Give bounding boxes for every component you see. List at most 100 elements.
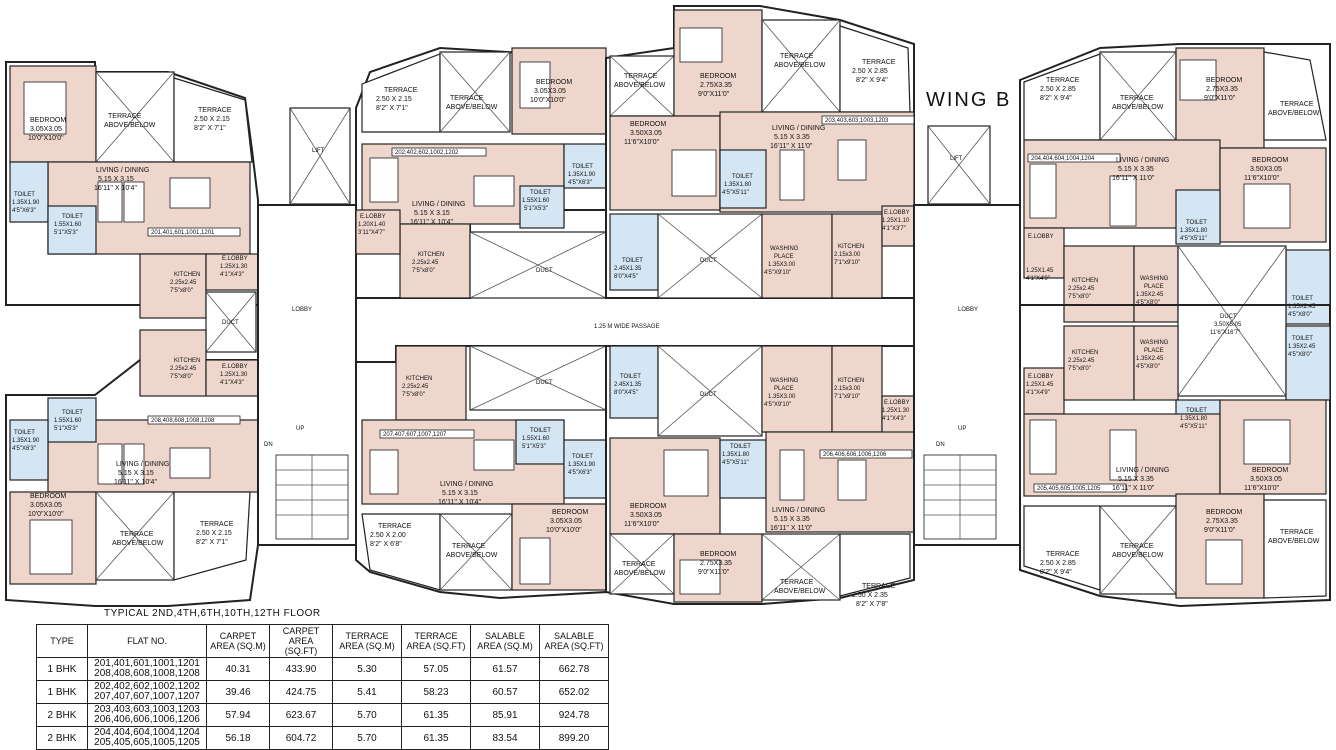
room-label: TOILET (730, 444, 751, 450)
room-label: 2.75X3.35 (700, 82, 732, 89)
room-label: TOILET (622, 258, 643, 264)
toilet-room (47, 397, 97, 443)
room-label: 7'1"x9'10" (834, 260, 860, 266)
room-label: 10'0"X10'0" (28, 511, 64, 518)
kitchen-room (1063, 245, 1135, 323)
room-label: 2.25x2.45 (170, 366, 197, 372)
room-label: TERRACE (120, 531, 154, 538)
room-label: 1.55X1.60 (522, 198, 550, 204)
up-label: UP (958, 426, 966, 432)
table-header: TERRACE AREA (SQ.M) (332, 624, 402, 658)
table-cell: 652.02 (539, 680, 609, 704)
table-cell: 57.05 (401, 657, 471, 681)
kitchen-room (831, 213, 883, 299)
room-label: TERRACE (200, 521, 234, 528)
elobby-room (205, 253, 259, 291)
room-label: WASHING (1140, 276, 1169, 282)
dn-label: DN (264, 442, 273, 448)
table-header: SALABLE AREA (SQ.FT) (539, 624, 609, 658)
room-label: 5'1"X5'3" (524, 206, 548, 212)
room-label: LIVING / DINING (440, 481, 493, 488)
room-label: 3.05X3.05 (30, 126, 62, 133)
room-label: 2.75X3.35 (1206, 518, 1238, 525)
table-header: TERRACE AREA (SQ.FT) (401, 624, 471, 658)
terrace-room (173, 77, 253, 163)
room-label: KITCHEN (174, 272, 200, 278)
room-label: 2.45X1.35 (614, 266, 642, 272)
room-label: TOILET (572, 454, 593, 460)
room-label: 4'1"X4'3" (220, 272, 244, 278)
room-label: 1.25X1.30 (220, 264, 248, 270)
duct-label: DUCT (700, 392, 717, 398)
room-label: KITCHEN (406, 376, 432, 382)
room-label: TERRACE (780, 53, 814, 60)
room-label: TERRACE (108, 113, 142, 120)
room-label: TOILET (62, 410, 83, 416)
room-label: LIVING / DINING (772, 507, 825, 514)
room-label: 16'11" X 11'0" (770, 525, 813, 532)
room-label: 16'11" X 10'4" (114, 479, 157, 486)
room-label: 4'5"X8'0" (1136, 300, 1160, 306)
table-header-row: TYPE FLAT NO. CARPET AREA (SQ.M) CARPET … (36, 624, 609, 658)
room-label: BEDROOM (1252, 467, 1288, 474)
room-label: E.LOBBY (1028, 374, 1054, 380)
room-label: 9'0"X11'0" (1204, 95, 1236, 102)
room-label: 5.15 X 3.35 (1118, 166, 1154, 173)
room-label: 3.05X3.05 (550, 518, 582, 525)
right-corridor: LIFT LOBBY UP DN (913, 125, 1021, 546)
room-label: 5.15 X 3.15 (442, 490, 478, 497)
room-label: 1.35X2.45 (1288, 344, 1316, 350)
table-cell: 5.41 (332, 680, 402, 704)
room-label: 1.35X1.90 (568, 172, 596, 178)
room-label: ABOVE/BELOW (1112, 104, 1164, 111)
room-label: 1.35X3.00 (768, 262, 796, 268)
bedroom-room (673, 9, 763, 117)
room-label: 4'5"X9'10" (764, 402, 791, 408)
room-label: LIVING / DINING (96, 167, 149, 174)
room-label: 1.35X1.80 (724, 182, 752, 188)
toilet-room (47, 205, 97, 255)
room-label: BEDROOM (1206, 509, 1242, 516)
room-label: 7'5"x8'0" (402, 392, 425, 398)
room-label: KITCHEN (174, 358, 200, 364)
flat-number-tag: 201,401,601,1001,1201 (151, 230, 215, 236)
table-cell: 1 BHK (36, 657, 88, 681)
room-label: TOILET (572, 164, 593, 170)
room-label: 11'6"X10'0" (624, 521, 660, 528)
room-label: 16'11" X 10'4" (410, 219, 453, 226)
kitchen-room (399, 223, 471, 299)
room-label: TERRACE (780, 579, 814, 586)
washing-place-room (761, 213, 833, 299)
room-label: 1.35X2.45 (1136, 292, 1164, 298)
table-cell: 61.57 (470, 657, 540, 681)
room-label: 7'5"x8'0" (170, 374, 193, 380)
toilet-room (1285, 249, 1331, 325)
room-label: 2.25x2.45 (1068, 286, 1095, 292)
room-label: 2.15x3.00 (834, 386, 861, 392)
room-label: 8'2" X 7'8" (856, 601, 888, 608)
room-label: TERRACE (378, 523, 412, 530)
room-label: KITCHEN (838, 244, 864, 250)
room-label: 3.50X3.05 (1250, 476, 1282, 483)
room-label: E.LOBBY (884, 210, 910, 216)
toilet-room (609, 345, 659, 419)
room-label: TOILET (620, 374, 641, 380)
room-label: 4'5"X8'0" (1136, 364, 1160, 370)
room-label: TOILET (14, 430, 35, 436)
room-label: 1.35X1.90 (12, 438, 40, 444)
room-label: 4'5"X6'3" (12, 446, 36, 452)
room-label: PLACE (774, 254, 794, 260)
kitchen-room (139, 253, 207, 319)
duct-label: DUCT (222, 320, 239, 326)
lift-label: LIFT (950, 156, 963, 162)
room-label: 2.50 X 2.00 (370, 532, 406, 539)
room-label: BEDROOM (1252, 157, 1288, 164)
room-label: 7'1"x9'10" (834, 394, 860, 400)
flat-center-top: 203,403,603,1003,1203 TERRACE ABOVE/BELO… (605, 5, 915, 299)
kitchen-room (831, 345, 883, 433)
room-label: 4'1"X3'7" (882, 226, 906, 232)
